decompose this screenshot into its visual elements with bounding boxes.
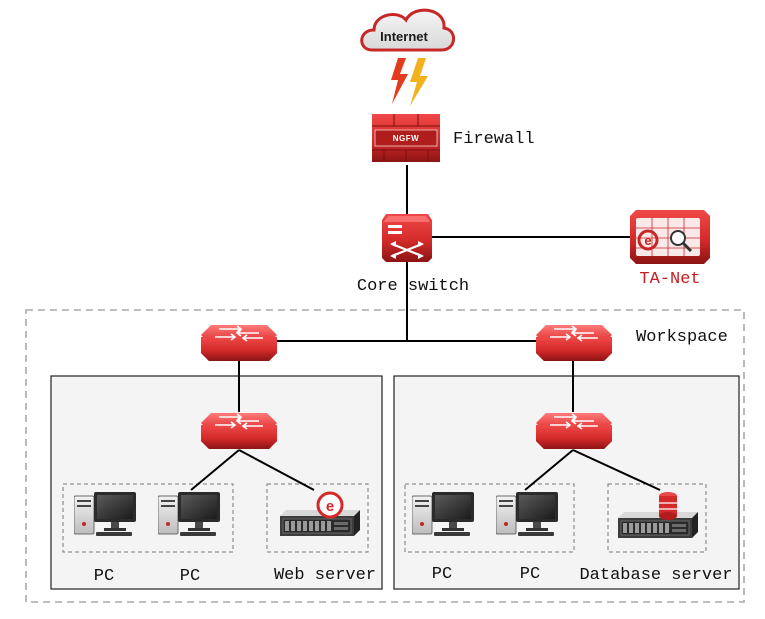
firewall-icon: NGFW xyxy=(372,114,440,162)
lightning-icon xyxy=(391,58,428,106)
switch-icon xyxy=(536,324,612,362)
cloud-icon xyxy=(360,8,455,52)
internet-cloud: Internet xyxy=(360,8,455,52)
workspace-label: Workspace xyxy=(636,328,728,347)
core-switch-icon xyxy=(382,214,432,262)
switch-icon xyxy=(201,324,277,362)
right-pc2-label: PC xyxy=(520,565,540,584)
internet-label: Internet xyxy=(380,29,428,44)
switch-icon xyxy=(201,412,277,450)
left-pc-group-box xyxy=(62,483,234,553)
workspace-boundary xyxy=(25,309,745,603)
web-server-label: Web server xyxy=(274,566,376,585)
right-pc1-label: PC xyxy=(432,565,452,584)
left-server-group-box xyxy=(266,483,369,553)
web-server-icon: e xyxy=(280,491,360,536)
firewall-label: Firewall xyxy=(453,130,535,149)
analyzer-icon: e xyxy=(630,210,710,264)
left-pc1-label: PC xyxy=(94,567,114,586)
right-server-group-box xyxy=(607,483,707,553)
firewall-device: NGFW Firewall xyxy=(372,114,535,162)
ta-net-device: e TA-Net xyxy=(630,210,710,289)
ta-net-label: TA-Net xyxy=(639,270,700,289)
core-switch-device: Core switch xyxy=(357,214,469,296)
database-server-label: Database server xyxy=(579,566,732,585)
right-pc-group-box xyxy=(404,483,575,553)
left-zone: e PC PC Web server xyxy=(74,491,376,586)
switch-icon xyxy=(536,412,612,450)
firewall-badge: NGFW xyxy=(393,134,419,143)
svg-text:e: e xyxy=(326,498,334,515)
right-zone: PC PC Database server xyxy=(412,491,733,585)
left-zone-box xyxy=(50,375,383,590)
svg-text:e: e xyxy=(644,233,651,248)
database-server-icon xyxy=(618,492,698,538)
right-zone-box xyxy=(393,375,740,590)
core-switch-label: Core switch xyxy=(357,277,469,296)
left-pc2-label: PC xyxy=(180,567,200,586)
